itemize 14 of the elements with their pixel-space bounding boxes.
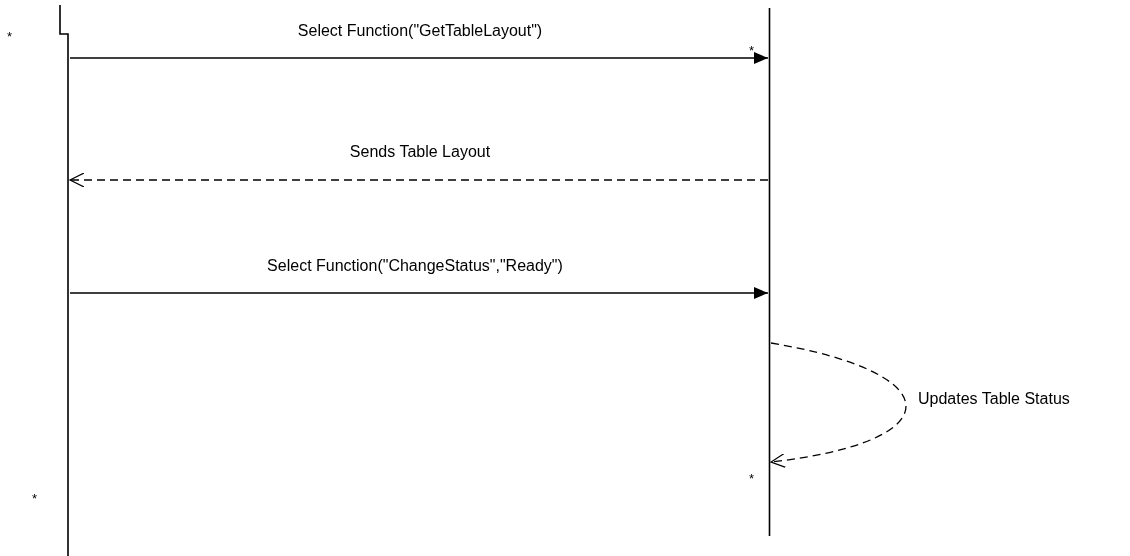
edge-label: Select Function("ChangeStatus","Ready") xyxy=(267,257,563,275)
lifeline xyxy=(58,5,70,556)
lifeline xyxy=(768,8,771,536)
asterisk-mark: * xyxy=(749,42,755,60)
asterisk-mark: * xyxy=(32,490,38,508)
message-arrow xyxy=(69,172,769,188)
asterisk-mark: * xyxy=(7,28,13,46)
edge-label: Sends Table Layout xyxy=(349,143,491,161)
edge-label: Updates Table Status xyxy=(918,390,1070,408)
message-arrow xyxy=(69,287,769,299)
self-message-arrow xyxy=(770,342,907,468)
edge-label: Select Function("GetTableLayout") xyxy=(297,22,543,40)
message-arrow xyxy=(69,52,769,64)
asterisk-mark: * xyxy=(749,470,755,488)
